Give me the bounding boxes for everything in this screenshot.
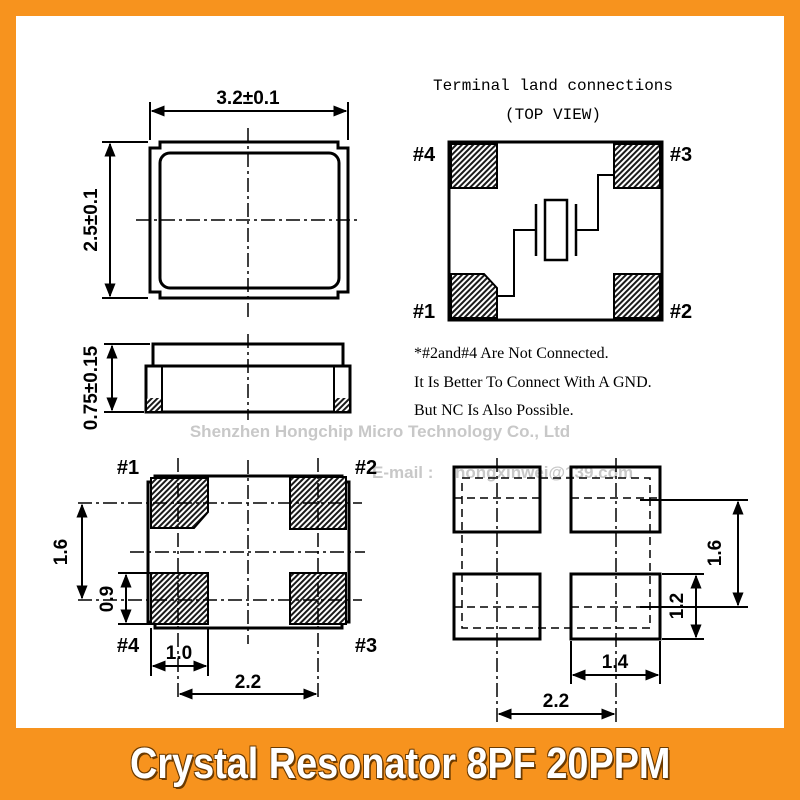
wire-pin3 [576,174,614,231]
terminal-pad-2 [613,273,661,319]
width-dimension-label: 3.2±0.1 [216,88,280,109]
bottom-view: #1 #2 #4 #3 1.6 0.9 1.0 2.2 [51,457,377,700]
land-package-outline [461,477,651,629]
wire-pin1 [498,229,536,297]
bottom-pitch-y-label: 1.6 [51,539,72,565]
bottom-label-4: #4 [117,635,140,657]
bottom-pad-w-label: 1.0 [166,643,192,664]
package-outline [148,140,350,300]
terminal-pad-1 [450,273,498,319]
thickness-dimension-label: 0.75±0.15 [81,345,102,430]
land-pad-w-label: 1.4 [602,652,629,673]
land-pad-h-label: 1.2 [667,593,688,619]
side-terminal-right [335,398,349,411]
title-banner: Crystal Resonator 8PF 20PPM [0,728,800,800]
note-line-2: It Is Better To Connect With A GND. [414,374,652,391]
watermark-company: Shenzhen Hongchip Micro Technology Co., … [190,422,570,441]
note-line-1: *#2and#4 Are Not Connected. [414,345,609,362]
bottom-label-3: #3 [355,635,377,657]
crystal-element [543,198,569,262]
terminal-pad-4 [450,143,498,189]
terminal-subtitle: (TOP VIEW) [505,106,601,124]
bottom-pad-h-label: 0.9 [97,586,118,612]
land-pitch-x-label: 2.2 [543,691,569,712]
note-line-3: But NC Is Also Possible. [414,402,574,419]
terminal-package-outline [447,140,664,322]
terminal-label-4: #4 [413,144,436,166]
terminal-title: Terminal land connections [433,77,673,95]
terminal-label-2: #2 [670,301,692,323]
terminal-pad-3 [613,143,661,189]
watermark-email-label: E-mail : [372,463,433,482]
notes: *#2and#4 Are Not Connected. It Is Better… [414,345,652,419]
land-pitch-y-label: 1.6 [705,540,726,566]
bottom-label-2: #2 [355,457,377,479]
terminal-label-3: #3 [670,144,692,166]
bottom-label-1: #1 [117,457,139,479]
banner-title: Crystal Resonator 8PF 20PPM [129,739,671,788]
terminal-connections: Terminal land connections (TOP VIEW) #4 … [413,77,692,323]
top-view: 3.2±0.1 2.5±0.1 [81,88,360,318]
drawing-panel [16,16,784,728]
bottom-pad-4 [150,572,209,625]
terminal-label-1: #1 [413,301,435,323]
side-view: 0.75±0.15 [81,334,352,430]
land-pattern: 1.6 1.2 1.4 2.2 [452,458,748,722]
height-dimension-label: 2.5±0.1 [81,188,102,252]
technical-drawing: 3.2±0.1 2.5±0.1 0.75±0.15 Terminal land … [51,77,748,722]
side-terminal-left [147,398,161,411]
bottom-pitch-x-label: 2.2 [235,672,261,693]
